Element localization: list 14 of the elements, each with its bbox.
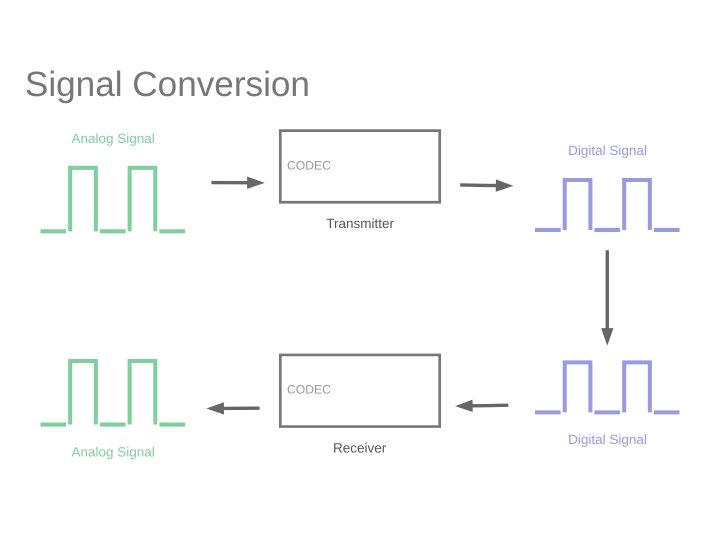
node-label: Transmitter (326, 215, 394, 230)
node-text: Digital Signal (568, 142, 647, 158)
diagram-title: Signal Conversion (24, 64, 310, 104)
arrow (460, 178, 514, 192)
arrow (206, 402, 260, 414)
node-text: Digital Signal (568, 432, 647, 447)
node-text: Analog Signal (72, 444, 155, 459)
node-text: Analog Signal (72, 130, 155, 146)
node-box: CODEC (278, 353, 442, 428)
arrow (455, 399, 508, 412)
node-label: Receiver (332, 440, 386, 455)
arrow (211, 176, 265, 188)
arrow (601, 250, 614, 346)
node-box: CODEC (278, 128, 442, 204)
